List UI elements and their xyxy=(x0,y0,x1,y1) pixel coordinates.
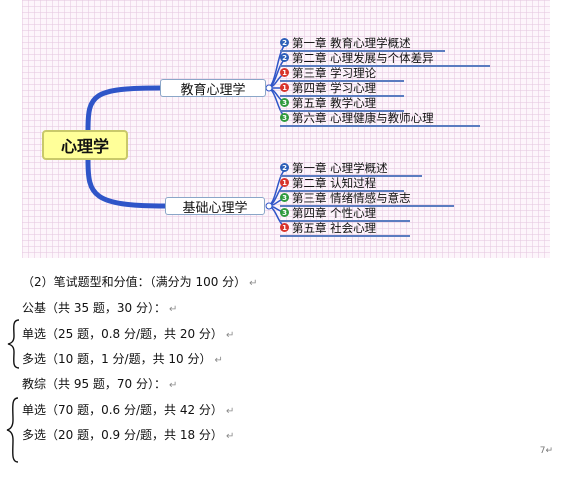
priority-badge-icon: 2 xyxy=(280,53,289,62)
branch-2-toggle-icon[interactable] xyxy=(265,202,273,210)
chapter-label: 第三章 情绪情感与意志 xyxy=(292,190,411,205)
gongji-text: 公基（共 35 题，30 分）： xyxy=(22,301,166,315)
chapter-node[interactable]: 2 第一章 心理学概述 xyxy=(280,160,388,175)
priority-badge-icon: 3 xyxy=(280,193,289,202)
item-text: 单选（70 题，0.6 分/题，共 42 分） xyxy=(22,403,223,417)
chapter-node[interactable]: 3 第五章 教学心理 xyxy=(280,95,376,110)
priority-badge-icon: 1 xyxy=(280,83,289,92)
chapter-node[interactable]: 3 第四章 个性心理 xyxy=(280,205,376,220)
mind-map: 心理学 教育心理学 基础心理学 2 第一章 教育心理学概述 2 第二章 心理发展… xyxy=(22,0,550,258)
chapter-label: 第四章 个性心理 xyxy=(292,205,377,220)
chapter-label: 第六章 心理健康与教师心理 xyxy=(292,110,434,125)
heading-text: （2）笔试题型和分值：（满分为 100 分） xyxy=(22,275,247,289)
jiaozong-brace xyxy=(6,397,19,463)
priority-badge-icon: 1 xyxy=(280,68,289,77)
chapter-node[interactable]: 1 第四章 学习心理 xyxy=(280,80,376,95)
jiaozong-text: 教综（共 95 题，70 分）： xyxy=(22,377,166,391)
priority-badge-icon: 3 xyxy=(280,98,289,107)
chapter-label: 第一章 教育心理学概述 xyxy=(292,35,411,50)
paragraph-mark: ↵ xyxy=(214,355,223,366)
jiaozong-label: 教综（共 95 题，70 分）：↵ xyxy=(22,375,177,392)
chapter-label: 第一章 心理学概述 xyxy=(292,160,388,175)
chapter-label: 第四章 学习心理 xyxy=(292,80,377,95)
chapter-underline xyxy=(280,205,454,207)
chapter-node[interactable]: 3 第六章 心理健康与教师心理 xyxy=(280,110,434,125)
page-number: 7↵ xyxy=(539,446,553,456)
paragraph-mark: ↵ xyxy=(249,278,258,289)
branch-node-basic-psychology[interactable]: 基础心理学 xyxy=(165,197,265,216)
chapter-label: 第五章 社会心理 xyxy=(292,220,377,235)
priority-badge-icon: 3 xyxy=(280,113,289,122)
priority-badge-icon: 2 xyxy=(280,163,289,172)
chapter-node[interactable]: 3 第三章 情绪情感与意志 xyxy=(280,190,411,205)
chapter-underline xyxy=(280,235,410,237)
chapter-underline xyxy=(280,190,404,192)
connector-root-to-branch-1 xyxy=(85,85,161,131)
gongji-label: 公基（共 35 题，30 分）：↵ xyxy=(22,299,177,316)
exam-format-heading: （2）笔试题型和分值：（满分为 100 分）↵ xyxy=(22,273,258,290)
chapter-underline xyxy=(280,80,404,82)
item-text: 单选（25 题，0.8 分/题，共 20 分） xyxy=(22,327,223,341)
connector-root-to-branch-2 xyxy=(85,159,166,209)
paragraph-mark: ↵ xyxy=(168,380,178,391)
priority-badge-icon: 1 xyxy=(280,178,289,187)
chapter-underline xyxy=(280,125,480,127)
branch-1-toggle-icon[interactable] xyxy=(265,84,273,92)
gongji-multiple-choice: 多选（10 题，1 分/题，共 10 分）↵ xyxy=(22,350,223,367)
chapter-underline xyxy=(280,95,404,97)
paragraph-mark: ↵ xyxy=(225,406,235,417)
branch-node-educational-psychology[interactable]: 教育心理学 xyxy=(160,79,266,98)
jiaozong-multiple-choice: 多选（20 题，0.9 分/题，共 18 分）↵ xyxy=(22,426,234,443)
chapter-underline xyxy=(280,50,445,52)
paragraph-mark: ↵ xyxy=(168,304,178,315)
mind-map-connectors xyxy=(85,42,289,229)
chapter-label: 第二章 认知过程 xyxy=(292,175,377,190)
item-text: 多选（20 题，0.9 分/题，共 18 分） xyxy=(22,428,223,442)
chapter-underline xyxy=(280,65,490,67)
paragraph-mark: ↵ xyxy=(225,330,235,341)
chapter-underline xyxy=(280,220,410,222)
chapter-label: 第二章 心理发展与个体差异 xyxy=(292,50,434,65)
chapter-node[interactable]: 1 第三章 学习理论 xyxy=(280,65,376,80)
gongji-brace xyxy=(7,319,20,369)
mind-map-root-node[interactable]: 心理学 xyxy=(42,130,128,160)
priority-badge-icon: 1 xyxy=(280,223,289,232)
item-text: 多选（10 题，1 分/题，共 10 分） xyxy=(22,352,212,366)
chapter-label: 第五章 教学心理 xyxy=(292,95,377,110)
paragraph-mark: ↵ xyxy=(225,431,235,442)
chapter-underline xyxy=(280,175,422,177)
chapter-underline xyxy=(280,110,404,112)
chapter-label: 第三章 学习理论 xyxy=(292,65,377,80)
gongji-single-choice: 单选（25 题，0.8 分/题，共 20 分）↵ xyxy=(22,325,234,342)
priority-badge-icon: 2 xyxy=(280,38,289,47)
priority-badge-icon: 3 xyxy=(280,208,289,217)
chapter-node[interactable]: 1 第二章 认知过程 xyxy=(280,175,376,190)
chapter-node[interactable]: 2 第一章 教育心理学概述 xyxy=(280,35,411,50)
jiaozong-single-choice: 单选（70 题，0.6 分/题，共 42 分）↵ xyxy=(22,401,234,418)
chapter-node[interactable]: 2 第二章 心理发展与个体差异 xyxy=(280,50,434,65)
chapter-node[interactable]: 1 第五章 社会心理 xyxy=(280,220,376,235)
